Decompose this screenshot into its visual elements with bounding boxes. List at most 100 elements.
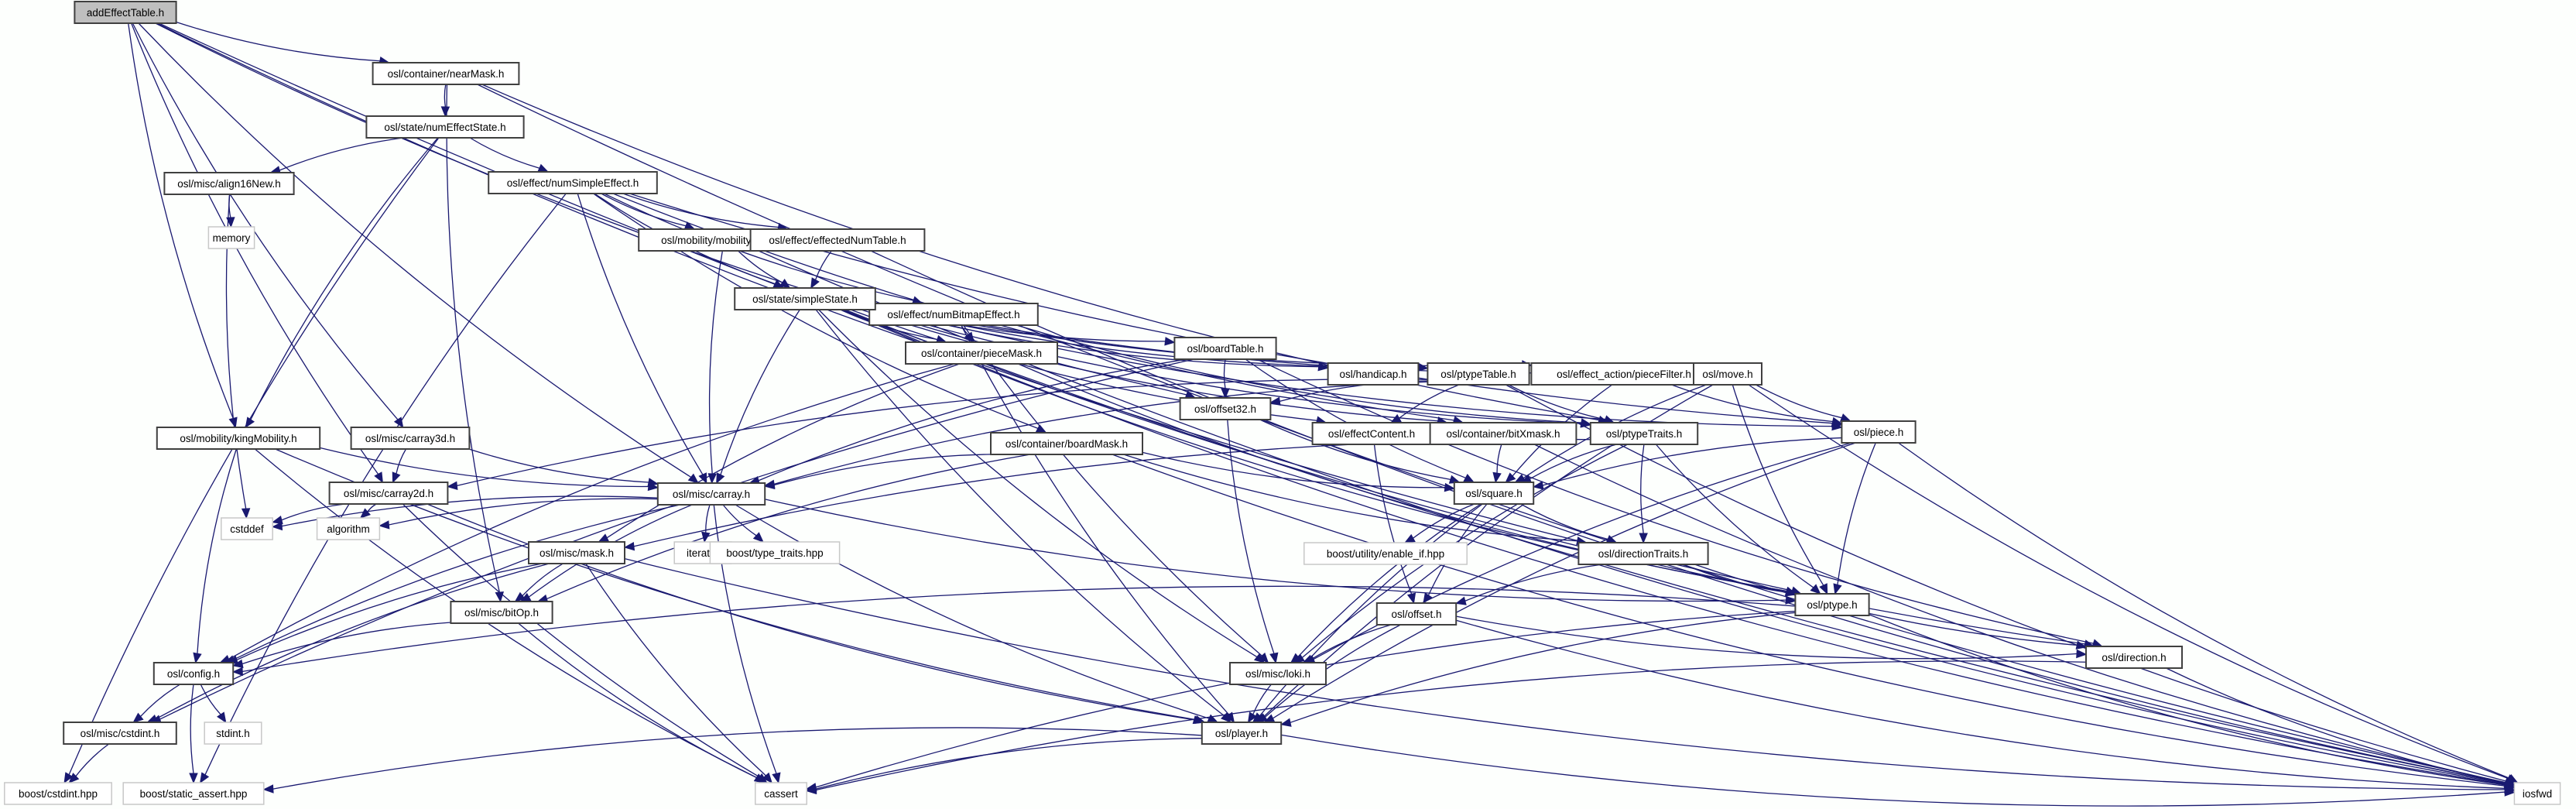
edge-line (1508, 384, 1605, 420)
node-label: osl/boardTable.h (1187, 343, 1263, 355)
arrowhead-icon (772, 772, 781, 784)
arrowhead-icon (1389, 413, 1402, 423)
edge-line (250, 137, 439, 420)
arrowhead-icon (447, 481, 458, 491)
edge-line (197, 448, 237, 654)
node-offset32[interactable]: osl/offset32.h (1179, 397, 1272, 420)
node-direction[interactable]: osl/direction.h (2085, 646, 2183, 669)
node-label: osl/ptypeTable.h (1440, 369, 1516, 380)
edge-piece-to-square (1532, 437, 1842, 490)
node-enable_if[interactable]: boost/utility/enable_if.hpp (1303, 542, 1468, 565)
arrowhead-icon (1839, 413, 1852, 422)
node-iosfwd[interactable]: iosfwd (2513, 782, 2561, 805)
edge-line (469, 137, 540, 169)
node-mask[interactable]: osl/misc/mask.h (528, 541, 625, 564)
node-label: osl/misc/carray2d.h (344, 488, 433, 499)
edge-line (140, 684, 181, 717)
node-static_assert[interactable]: boost/static_assert.hpp (122, 782, 265, 805)
edge-line (738, 250, 783, 283)
node-stdint[interactable]: stdint.h (204, 722, 262, 745)
node-bitOp[interactable]: osl/misc/bitOp.h (450, 601, 553, 624)
node-effectedNumTable[interactable]: osl/effect/effectedNumTable.h (749, 228, 926, 252)
node-type_traits[interactable]: boost/type_traits.hpp (709, 541, 841, 564)
edge-ptypeTraits-to-directionTraits (1639, 444, 1648, 544)
node-memory[interactable]: memory (207, 226, 255, 249)
node-carray3d[interactable]: osl/misc/carray3d.h (350, 427, 471, 450)
node-numSimpleEffect[interactable]: osl/effect/numSimpleEffect.h (488, 171, 658, 194)
edge-line (720, 309, 800, 475)
node-algorithm[interactable]: algorithm (316, 517, 381, 540)
arrowhead-icon (1784, 588, 1797, 597)
node-ptypeTraits[interactable]: osl/ptypeTraits.h (1589, 422, 1699, 445)
edge-line (522, 563, 564, 596)
node-pieceMask[interactable]: osl/container/pieceMask.h (905, 341, 1058, 365)
node-offset[interactable]: osl/offset.h (1375, 602, 1458, 626)
edge-line (713, 504, 777, 774)
edge-carray-to-ptype (765, 499, 1797, 605)
edge-carray2d-to-cstddef (271, 503, 346, 525)
edge-root-to-carray2d (131, 22, 383, 484)
node-numEffectState[interactable]: osl/state/numEffectState.h (365, 115, 525, 139)
node-carray2d[interactable]: osl/misc/carray2d.h (328, 482, 449, 505)
arrowhead-icon (2503, 778, 2516, 787)
node-loki[interactable]: osl/misc/loki.h (1229, 662, 1327, 685)
node-box (528, 541, 625, 564)
node-directionTraits[interactable]: osl/directionTraits.h (1577, 542, 1709, 565)
edge-line (814, 250, 832, 280)
node-label: boost/type_traits.hpp (726, 547, 823, 559)
node-label: osl/handicap.h (1339, 369, 1406, 380)
node-label: osl/piece.h (1854, 427, 1904, 438)
node-pieceFilter[interactable]: osl/effect_action/pieceFilter.h (1530, 362, 1718, 386)
node-simpleState[interactable]: osl/state/simpleState.h (734, 287, 876, 310)
node-piece[interactable]: osl/piece.h (1841, 420, 1917, 444)
node-effectContent[interactable]: osl/effectContent.h (1311, 422, 1432, 445)
arrowhead-icon (245, 416, 255, 429)
node-ptypeTable[interactable]: osl/ptypeTable.h (1427, 362, 1530, 386)
node-numBitmapEffect[interactable]: osl/effect/numBitmapEffect.h (868, 303, 1039, 326)
node-label: osl/offset32.h (1194, 403, 1256, 415)
node-box (1530, 362, 1718, 386)
node-config[interactable]: osl/config.h (152, 662, 235, 685)
node-label: osl/mobility/kingMobility.h (180, 433, 296, 444)
edge-boardTable-to-offset32 (1221, 358, 1230, 399)
edge-line (1869, 614, 2506, 786)
edge-line (818, 309, 1258, 658)
node-boardTable[interactable]: osl/boardTable.h (1173, 337, 1277, 360)
edge-line (446, 84, 500, 593)
node-box (1201, 722, 1283, 745)
node-box (1303, 542, 1468, 565)
edge-config-to-static_assert (189, 684, 198, 784)
edge-line (468, 448, 649, 483)
node-box (450, 601, 553, 624)
node-handicap[interactable]: osl/handicap.h (1327, 362, 1420, 386)
node-label: osl/ptype.h (1807, 599, 1857, 611)
node-cassert[interactable]: cassert (755, 782, 807, 805)
node-misc_cstdint[interactable]: osl/misc/cstdint.h (63, 722, 177, 745)
node-root[interactable]: addEffectTable.h (74, 1, 177, 24)
edge-config-to-misc_cstdint (132, 684, 181, 723)
edge-ptypeTraits-to-mask (623, 438, 1591, 551)
node-boost_cstdint[interactable]: boost/cstdint.hpp (4, 782, 112, 805)
node-cstddef[interactable]: cstddef (221, 517, 273, 540)
arrowhead-icon (189, 773, 198, 784)
edge-line (190, 684, 194, 774)
edge-root-to-carray3d (132, 22, 404, 429)
node-carray[interactable]: osl/misc/carray.h (656, 482, 766, 506)
edge-line (546, 454, 1031, 600)
node-nearMask[interactable]: osl/container/nearMask.h (372, 62, 520, 85)
arrowhead-icon (200, 772, 210, 784)
node-boardMask[interactable]: osl/container/boardMask.h (990, 432, 1143, 455)
node-bitXmask[interactable]: osl/container/bitXmask.h (1429, 422, 1577, 445)
edge-line (272, 727, 1202, 790)
arrowhead-icon (2075, 640, 2088, 650)
node-align16New[interactable]: osl/misc/align16New.h (163, 172, 295, 195)
arrowhead-icon (2506, 773, 2519, 783)
node-kingMobility[interactable]: osl/mobility/kingMobility.h (156, 427, 321, 450)
arrowhead-icon (1532, 481, 1544, 490)
node-move[interactable]: osl/move.h (1693, 362, 1762, 386)
edge-kingMobility-to-config (193, 448, 237, 664)
node-player[interactable]: osl/player.h (1201, 722, 1283, 745)
arrowhead-icon (1290, 653, 1302, 663)
node-square[interactable]: osl/square.h (1453, 482, 1535, 505)
node-ptype[interactable]: osl/ptype.h (1794, 593, 1870, 616)
